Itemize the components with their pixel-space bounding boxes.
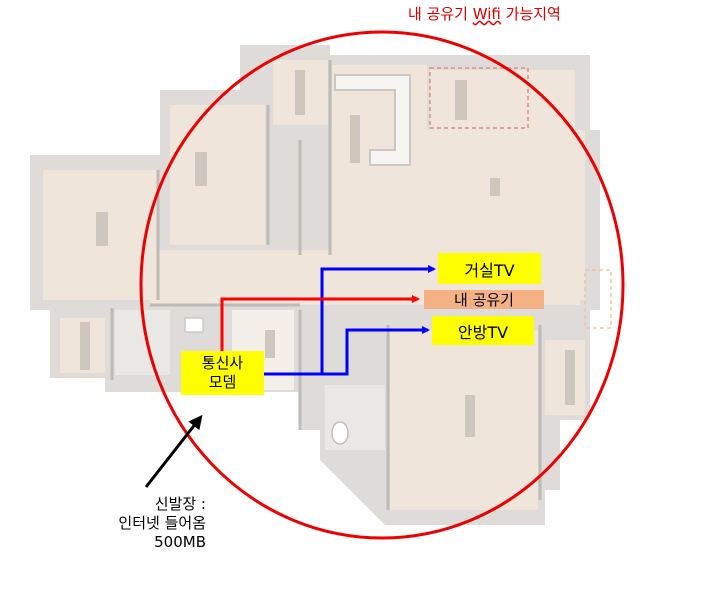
room-bedroom-3 bbox=[170, 105, 265, 245]
walls bbox=[110, 60, 542, 510]
entry-pointer-arrow bbox=[144, 414, 203, 488]
modem-label-line2: 모뎀 bbox=[208, 373, 237, 391]
modem-label: 통신사 모뎀 bbox=[181, 351, 264, 395]
wifi-coverage-title: 내 공유기 Wifi 가능지역 bbox=[408, 3, 561, 24]
router-label: 내 공유기 bbox=[424, 290, 544, 309]
sink bbox=[184, 317, 204, 333]
coverage-title-wifi: Wifi bbox=[472, 5, 501, 23]
toilet bbox=[331, 421, 349, 445]
floor-plan bbox=[30, 45, 612, 525]
entry-note: 신발장 : 인터넷 들어옴 500MB bbox=[82, 495, 206, 552]
living-room-tv-label: 거실TV bbox=[438, 253, 541, 284]
modem-to-bedroom-tv-line bbox=[322, 326, 430, 376]
modem-label-line1: 통신사 bbox=[201, 354, 244, 372]
kitchen-counter bbox=[334, 74, 411, 166]
entry-note-line3: 500MB bbox=[154, 533, 206, 551]
entry-note-line1: 신발장 : bbox=[154, 495, 206, 513]
entry-note-line2: 인터넷 들어옴 bbox=[118, 514, 206, 532]
room-master-bedroom bbox=[390, 330, 538, 510]
wifi-coverage-ellipse bbox=[139, 30, 625, 540]
modem-to-living-tv-line bbox=[264, 265, 436, 376]
coverage-title-suffix: 가능지역 bbox=[500, 5, 561, 23]
room-dining bbox=[430, 70, 575, 132]
bedroom-tv-label: 안방TV bbox=[432, 316, 534, 345]
room-label-marks bbox=[80, 70, 575, 437]
coverage-title-prefix: 내 공유기 bbox=[408, 5, 473, 23]
modem-to-router-line bbox=[220, 295, 420, 351]
dining-area bbox=[429, 67, 529, 129]
